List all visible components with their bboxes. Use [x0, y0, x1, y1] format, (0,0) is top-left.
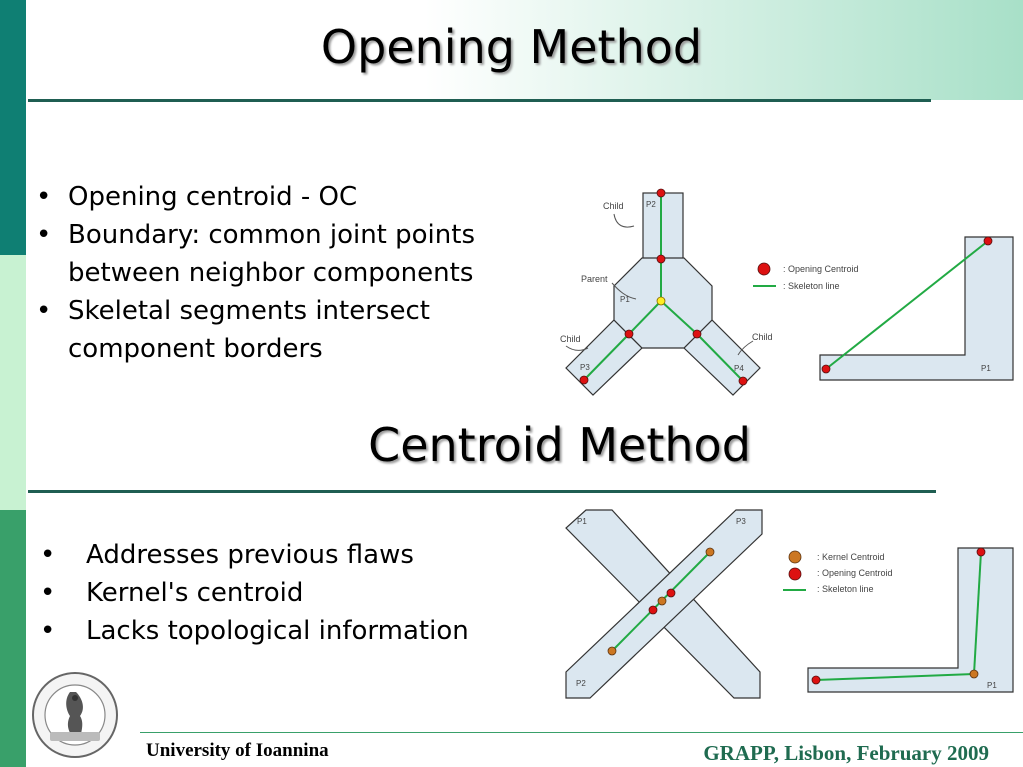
title-rule-1: [28, 99, 931, 102]
branch-label-p4: P4: [734, 364, 744, 373]
sidebar-strip-light: [0, 255, 26, 510]
section1-bullets: Opening centroid - OC Boundary: common j…: [26, 178, 546, 368]
cross-label-p2: P2: [576, 679, 586, 688]
branch-label-child-left: Child: [560, 334, 581, 344]
footer-line: [140, 732, 1023, 733]
bullet-item: Opening centroid - OC: [26, 178, 546, 216]
section2-title: Centroid Method: [368, 418, 751, 472]
bullet-item: Lacks topological information: [36, 612, 576, 650]
corner1-label-p1: P1: [981, 364, 991, 373]
bullet-item: Kernel's centroid: [36, 574, 576, 612]
bullet-item: Boundary: common joint points between ne…: [26, 216, 546, 292]
kernel-centroid-icon: [788, 550, 802, 564]
university-seal-logo: [32, 672, 118, 758]
section1-title: Opening Method: [320, 20, 703, 74]
cross-label-p3: P3: [736, 517, 746, 526]
legend1-skeleton-line: : Skeleton line: [783, 281, 840, 291]
bullet-item: Skeletal segments intersect component bo…: [26, 292, 546, 368]
corner2-label-p1: P1: [987, 681, 997, 690]
branch-label-child-top: Child: [603, 201, 624, 211]
opening-centroid-icon: [788, 567, 802, 581]
footer-conference: GRAPP, Lisbon, February 2009: [703, 741, 989, 765]
branch-label-p3: P3: [580, 363, 590, 372]
legend2-kernel-centroid: : Kernel Centroid: [817, 552, 885, 562]
section2-bullets: Addresses previous flaws Kernel's centro…: [36, 536, 576, 650]
branch-label-p2: P2: [646, 200, 656, 209]
footer-university: University of Ioannina: [146, 740, 329, 761]
branch-label-child-right: Child: [752, 332, 773, 342]
legend1-opening-centroid: : Opening Centroid: [783, 264, 859, 274]
title-gradient: [26, 0, 1023, 100]
legend2-skeleton-line: : Skeleton line: [817, 584, 874, 594]
branch-label-p1: P1: [620, 295, 630, 304]
sidebar-strip-medium: [0, 510, 26, 767]
sidebar-strip-dark: [0, 0, 26, 255]
legend2-opening-centroid: : Opening Centroid: [817, 568, 893, 578]
cross-label-p1: P1: [577, 517, 587, 526]
opening-centroid-icon: [757, 262, 771, 276]
bullet-item: Addresses previous flaws: [36, 536, 576, 574]
title-rule-2: [28, 490, 936, 493]
branch-label-parent: Parent: [581, 274, 608, 284]
